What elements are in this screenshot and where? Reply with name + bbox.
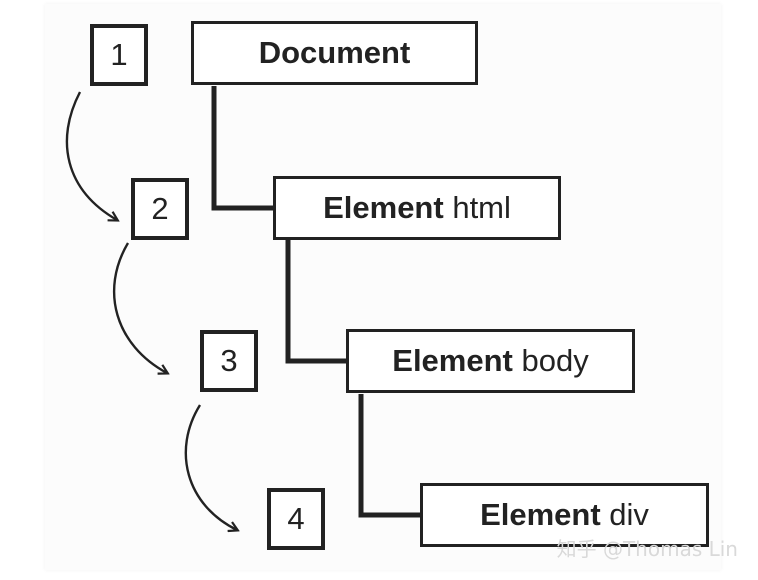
step-box-4: 4 bbox=[267, 488, 325, 550]
node-element-body: Element body bbox=[346, 329, 635, 393]
step-box-2: 2 bbox=[131, 178, 189, 240]
node-tag-label: html bbox=[452, 190, 511, 225]
watermark: 知乎 @Thomas Lin bbox=[556, 537, 738, 561]
node-type-label: Element bbox=[480, 497, 601, 532]
step-label: 3 bbox=[220, 343, 238, 378]
step-box-1: 1 bbox=[90, 24, 148, 86]
node-tag-label: body bbox=[521, 343, 589, 378]
node-element-div: Element div bbox=[420, 483, 709, 547]
node-document: Document bbox=[191, 21, 478, 85]
step-label: 4 bbox=[287, 501, 305, 536]
step-label: 1 bbox=[110, 37, 128, 72]
step-box-3: 3 bbox=[200, 330, 258, 392]
node-tag-label: div bbox=[609, 497, 649, 532]
step-label: 2 bbox=[151, 191, 169, 226]
node-element-html: Element html bbox=[273, 176, 561, 240]
node-type-label: Document bbox=[258, 35, 411, 70]
node-type-label: Element bbox=[392, 343, 513, 378]
node-type-label: Element bbox=[323, 190, 444, 225]
